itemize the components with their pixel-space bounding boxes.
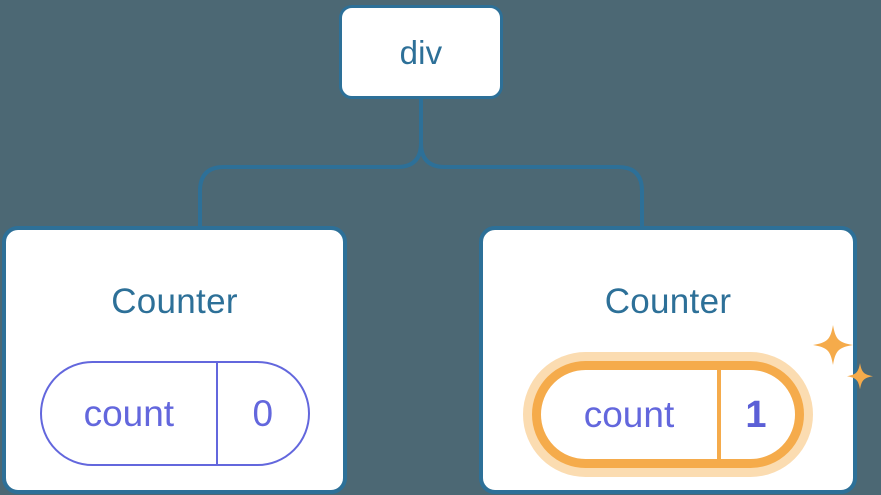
state-pill-wrapper-right: count 1 <box>532 325 873 468</box>
state-pill-key-cell-right: count <box>541 370 721 459</box>
state-pill-wrapper-left: count 0 <box>39 361 310 466</box>
state-pill-value-cell-right: 1 <box>721 370 791 459</box>
state-value-label-right: 1 <box>745 393 767 436</box>
state-key-label-right: count <box>583 394 675 435</box>
state-pill-count-right[interactable]: count 1 <box>532 361 804 468</box>
node-label-div: div <box>399 33 443 71</box>
node-label-counter-right: Counter <box>604 282 732 321</box>
state-pill-value-cell-left: 0 <box>218 363 307 464</box>
tree-node-counter-left[interactable]: Counter count 0 <box>2 226 347 494</box>
sparkles-icon <box>813 325 873 390</box>
state-value-label-left: 0 <box>252 393 274 434</box>
node-label-counter-left: Counter <box>111 282 238 321</box>
state-pill-count-left[interactable]: count 0 <box>39 361 310 466</box>
state-pill-key-cell-left: count <box>42 363 219 464</box>
tree-node-counter-right[interactable]: Counter count 1 <box>479 226 873 494</box>
tree-node-div[interactable]: div <box>339 5 503 99</box>
state-key-label-left: count <box>83 393 175 434</box>
